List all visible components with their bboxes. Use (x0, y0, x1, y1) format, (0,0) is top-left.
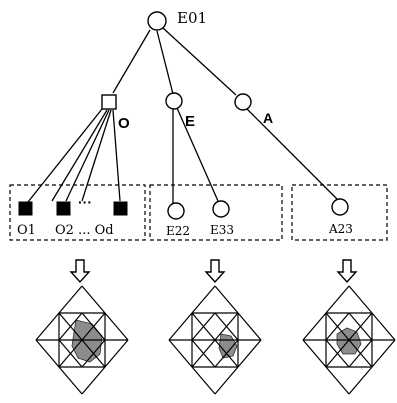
leaf-node-e22 (167, 202, 185, 220)
group-box-a (291, 184, 388, 241)
grid-edge (325, 312, 350, 341)
grid-edge (58, 312, 83, 341)
down-arrow-icon (204, 259, 226, 284)
grid-edge (191, 339, 216, 368)
edge-o-o2 (65, 109, 110, 202)
root-node (147, 11, 167, 31)
leaf-node-o2 (56, 201, 71, 216)
grid-edge (348, 339, 373, 368)
leaf-label-e22: E22 (166, 224, 190, 238)
edge-e-e33 (176, 107, 219, 202)
shaded-region (71, 319, 103, 363)
edge-o-od (112, 109, 121, 202)
root-label: E01 (177, 9, 207, 27)
down-arrow-icon (336, 259, 358, 284)
leaf-label-o1: O1 (17, 223, 36, 238)
leaf-label-e33: E33 (210, 223, 234, 237)
edge-o-o1 (27, 108, 103, 203)
edge-root-a (162, 27, 237, 96)
down-arrow-icon (69, 259, 91, 284)
edge-o-o2b (81, 109, 112, 202)
leaf-node-od (113, 201, 128, 216)
grid-edge (348, 312, 373, 341)
branch-label-o: O (118, 115, 130, 132)
triangle-grid-o (35, 285, 129, 395)
leaf-ellipsis: ··· (78, 194, 92, 210)
branch-label-e: E (185, 113, 195, 130)
triangle-grid-e (168, 285, 262, 395)
branch-label-a: A (263, 110, 273, 126)
leaf-label-a23: A23 (328, 222, 353, 236)
edge-o-o1b (51, 109, 108, 202)
edge-root-e (156, 30, 174, 95)
triangle-grid-a (302, 285, 396, 395)
leaf-node-a23 (331, 198, 349, 216)
branch-node-a (234, 93, 252, 111)
edge-a-a23 (245, 107, 338, 200)
grid-edge (81, 339, 106, 368)
grid-edge (325, 339, 350, 368)
grid-edge (214, 339, 239, 368)
group-box-o (9, 184, 146, 241)
branch-node-o (101, 94, 117, 110)
leaf-node-e33 (212, 200, 230, 218)
grid-edge (214, 312, 239, 341)
branch-node-e (165, 92, 183, 110)
grid-edge (191, 312, 216, 341)
grid-edge (58, 339, 83, 368)
group-box-e (149, 184, 283, 241)
grid-edge (81, 312, 106, 341)
leaf-label-o2-od: O2 ... Od (55, 223, 114, 238)
leaf-node-o1 (18, 201, 33, 216)
edge-root-o (112, 29, 151, 94)
